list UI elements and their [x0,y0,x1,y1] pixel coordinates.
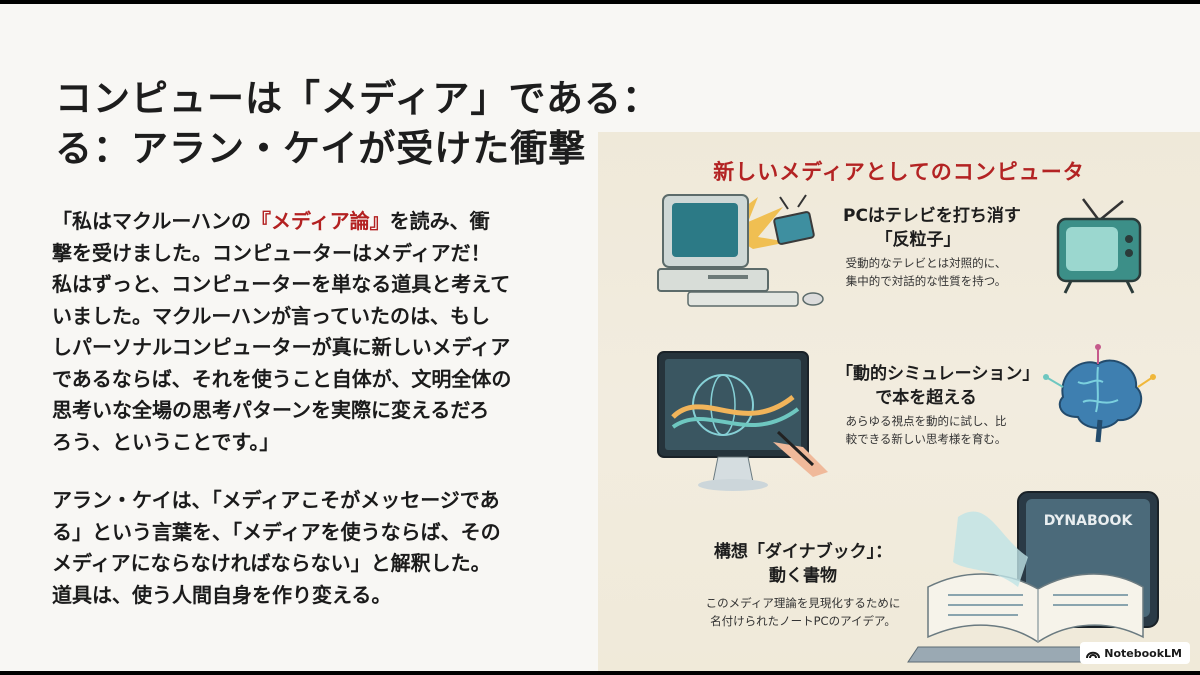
slide-title: コンピューは「メディア」である： る：アラン・ケイが受けた衝撃 [55,74,661,174]
panel-title: 新しいメディアとしてのコンピュータ [713,160,1085,184]
quote-line: しパーソナルコンピューターが真に新しいメディア [52,335,511,359]
brain-icon [1043,344,1156,443]
dynabook-label: DYNABOOK [1044,513,1134,529]
retro-computer-icon [657,194,824,307]
notebooklm-badge: NotebookLM [1080,642,1190,664]
quote-line: であるならば、それを使うこと自体が、文明全体の [52,366,512,391]
highlight-media-theory: 『メディア論』 [251,209,390,233]
panel-item-pc-vs-tv: PCはテレビを打ち消す 「反粒子」 [843,206,1021,250]
paragraph-line: メディアにならなければならない」と解釈した。 [52,551,491,575]
panel-item-dynabook: 構想「ダイナブック」： 動く書物 [713,542,893,586]
paragraph-line: 道具は、使う人間自身を作り変える。 [52,582,392,607]
quote-line: 思考いな全場の思考パターンを実際に変えるだろ [52,398,490,422]
title-line-2: る：アラン・ケイが受けた衝撃 [55,127,587,170]
television-icon [1056,198,1142,294]
quote-line: ろう、ということです。」 [52,429,280,454]
quote-line: 「私はマクルーハンの『メディア論』を読み、衝 [52,209,490,233]
interpretation-paragraph: アラン・ケイは、「メディアこそがメッセージであ る」という言葉を、「メディアを使… [52,485,572,611]
brand-label: NotebookLM [1104,646,1182,660]
paragraph-line: る」という言葉を、「メディアを使うならば、その [52,519,501,544]
notebooklm-logo-icon [1086,651,1101,659]
panel-item-pc-vs-tv-desc: 受動的なテレビとは対照的に、 集中的で対話的な性質を持つ。 [845,256,1007,288]
kay-quote: 「私はマクルーハンの『メディア論』を読み、衝 撃を受けました。コンピューターはメ… [52,206,572,458]
paragraph-line: アラン・ケイは、「メディアこそがメッセージであ [52,488,500,512]
simulation-monitor-icon [657,351,828,491]
panel-item-simulation-desc: あらゆる視点を動的に試し、比 較できる新しい思考様を育む。 [845,414,1007,446]
quote-line: 撃を受けました。コンピューターはメディアだ！ [52,240,491,265]
slide: コンピューは「メディア」である： る：アラン・ケイが受けた衝撃 「私はマクルーハ… [0,4,1200,671]
panel-item-simulation: 「動的シミュレーション」 で本を超える [836,364,1040,408]
illustration-panel: 新しいメディアとしてのコンピュータ PCはテレビを打ち消す 「反粒子」 受動的な… [598,132,1200,671]
title-line-1: コンピューは「メディア」である： [55,77,661,120]
quote-line: いました。マクルーハンが言っていたのは、もし [52,303,490,328]
panel-item-dynabook-desc: このメディア理論を見現化するために 名付けられたノートPCのアイデア。 [705,596,901,628]
quote-line: 私はずっと、コンピューターを単なる道具と考えて [52,272,511,296]
